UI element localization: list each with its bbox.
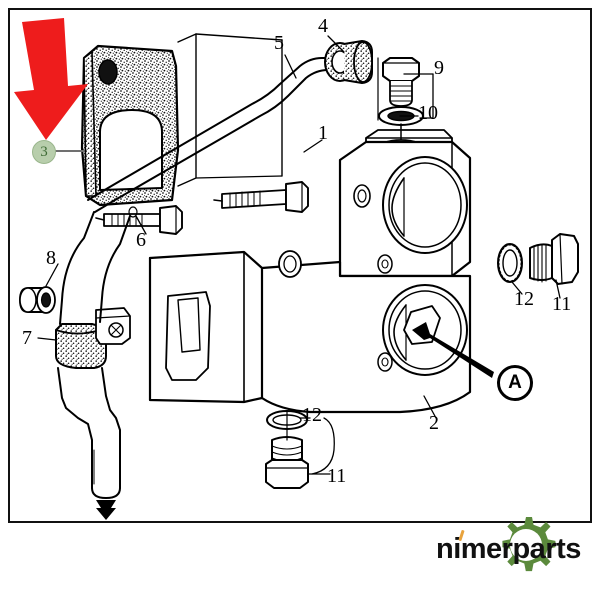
part-label-7: 7 [22, 327, 32, 349]
mounting-plate [177, 33, 283, 187]
part-hex-plug-top [382, 57, 420, 107]
part-label-2: 2 [429, 412, 439, 434]
part-label-9: 9 [434, 57, 444, 79]
red-highlight-arrow [14, 18, 88, 140]
return-hose [57, 211, 131, 499]
part-label-10: 10 [418, 102, 438, 124]
hose-outlet-flow-arrow [96, 500, 116, 520]
part-cap-screw-left [95, 205, 183, 235]
part-label-11-right: 11 [552, 293, 572, 315]
part-label-8: 8 [46, 247, 56, 269]
part-hex-plug-right [529, 233, 579, 285]
part-label-12-right: 12 [514, 288, 534, 310]
part-sealing-washer-right [497, 243, 523, 283]
detail-marker-a: A [497, 365, 533, 401]
part-hose-clamp [55, 307, 131, 369]
part-label-4: 4 [318, 15, 328, 37]
part-label-1: 1 [318, 122, 328, 144]
part-label-12-bottom: 12 [302, 404, 322, 426]
part-pump-body-upper [338, 129, 472, 278]
part-label-6: 6 [136, 229, 146, 251]
part-bushing [19, 286, 56, 314]
part-label-11-bottom: 11 [327, 465, 347, 487]
part-fitting-connector [324, 40, 379, 121]
part-gasket [80, 44, 180, 207]
brand-logo: nimerparts [432, 508, 594, 582]
logo-wordmark: nimerparts [436, 533, 581, 565]
part-cap-screw-right [213, 181, 309, 213]
part-hex-plug-bottom [265, 411, 309, 489]
callout-bubble-3: 3 [32, 140, 56, 164]
detail-a-arrow [412, 322, 494, 378]
leader-lines [37, 35, 561, 475]
gear-icon [502, 517, 556, 572]
part-label-5: 5 [274, 32, 284, 54]
